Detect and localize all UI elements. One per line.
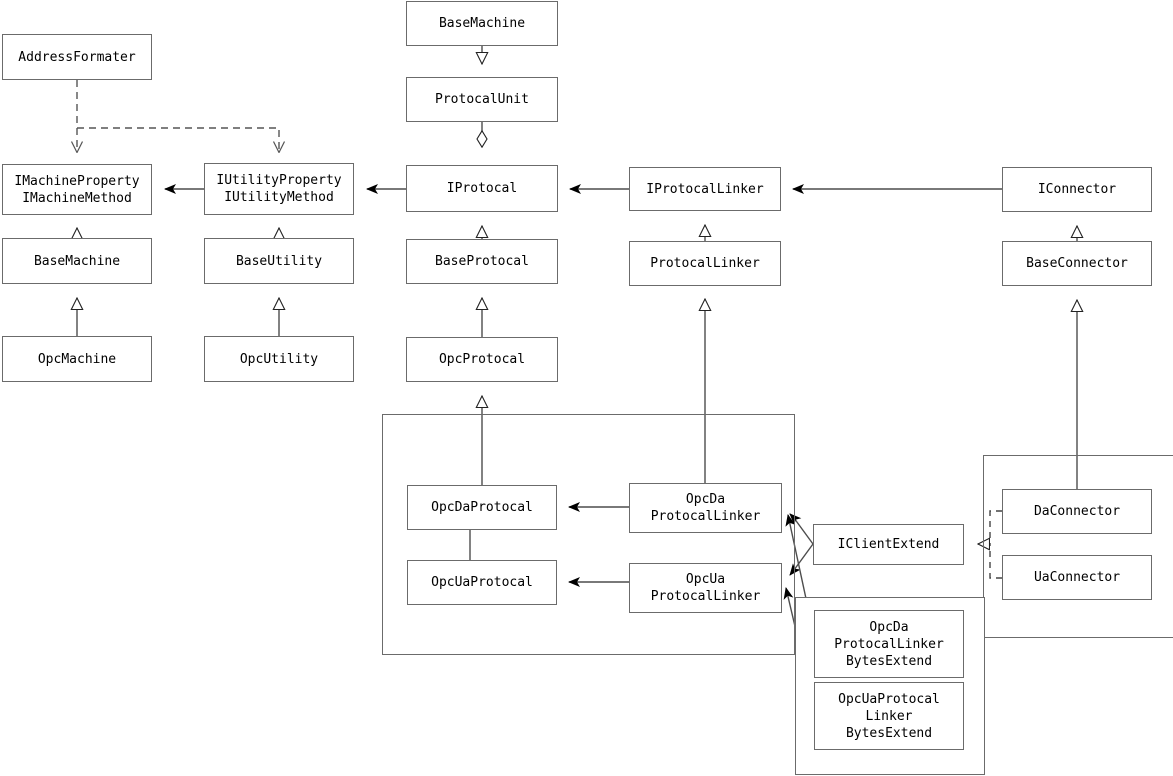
class-box-opcutility[interactable]: OpcUtility [204, 336, 354, 382]
class-box-opcuaprotocal[interactable]: OpcUaProtocal [407, 560, 557, 605]
class-box-baseprotocal[interactable]: BaseProtocal [406, 239, 558, 284]
line-iclientextend-branch-a [793, 517, 814, 545]
class-box-opcuaprotocallinkerbytesextend[interactable]: OpcUaProtocal Linker BytesExtend [814, 682, 964, 750]
class-box-imachineproperty[interactable]: IMachineProperty IMachineMethod [2, 164, 152, 215]
class-box-basemachine-top[interactable]: BaseMachine [406, 1, 558, 46]
class-box-opcprotocal[interactable]: OpcProtocal [406, 337, 558, 382]
class-box-iclientextend[interactable]: IClientExtend [813, 524, 964, 565]
class-box-protocalunit[interactable]: ProtocalUnit [406, 77, 558, 122]
group-opc-protocal [382, 414, 795, 655]
class-box-iconnector[interactable]: IConnector [1002, 167, 1152, 212]
class-box-baseconnector[interactable]: BaseConnector [1002, 241, 1152, 286]
class-box-opcmachine[interactable]: OpcMachine [2, 336, 152, 382]
class-box-opcdaprotocallinkerbytesextend[interactable]: OpcDa ProtocalLinker BytesExtend [814, 610, 964, 678]
class-box-daconnector[interactable]: DaConnector [1002, 489, 1152, 534]
class-box-basemachine[interactable]: BaseMachine [2, 238, 152, 284]
class-box-iprotocallinker[interactable]: IProtocalLinker [629, 167, 781, 211]
class-box-uaconnector[interactable]: UaConnector [1002, 555, 1152, 600]
class-box-addressformater[interactable]: AddressFormater [2, 34, 152, 80]
group-connector [983, 455, 1173, 638]
class-box-opcuaprotocallinker[interactable]: OpcUa ProtocalLinker [629, 563, 782, 613]
class-box-baseutility[interactable]: BaseUtility [204, 238, 354, 284]
class-box-opcdaprotocallinker[interactable]: OpcDa ProtocalLinker [629, 483, 782, 533]
line-iclientextend-opcualinker [789, 563, 801, 576]
line-daconnector-iclientextend [989, 510, 1002, 544]
line-addressformater-iutility [77, 127, 279, 152]
class-box-iutilityproperty[interactable]: IUtilityProperty IUtilityMethod [204, 163, 354, 215]
class-box-opcdaprotocal[interactable]: OpcDaProtocal [407, 485, 557, 530]
class-box-iprotocal[interactable]: IProtocal [406, 165, 558, 212]
class-box-protocallinker[interactable]: ProtocalLinker [629, 241, 781, 286]
line-uaconnector-iclientextend [989, 544, 1002, 579]
